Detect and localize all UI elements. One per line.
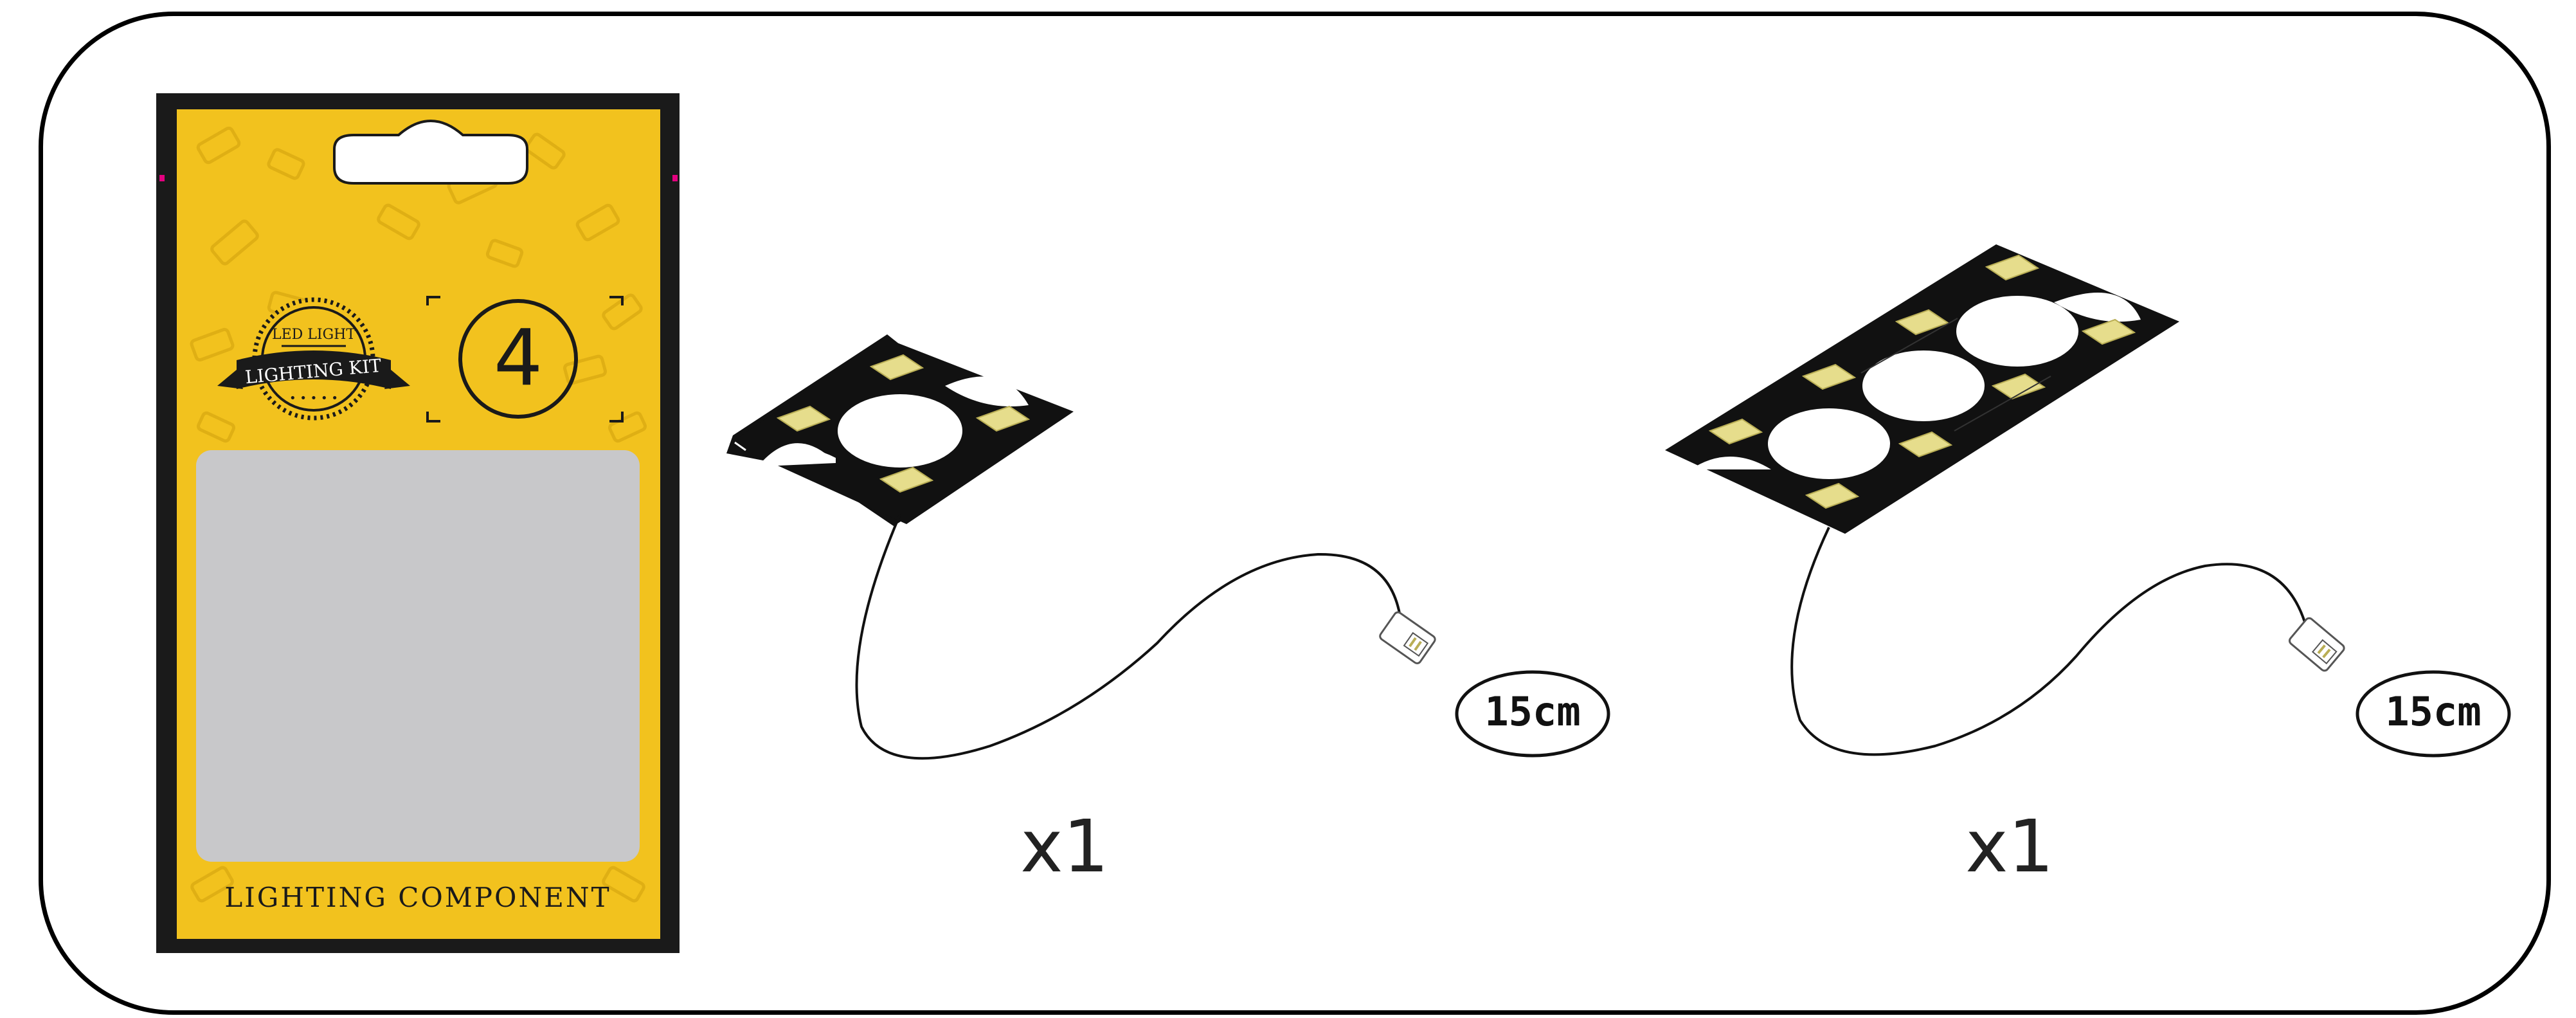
led-board-3-icon xyxy=(1665,244,2179,534)
quantity-label-1: x1 xyxy=(1020,805,1109,889)
brick-pattern xyxy=(190,126,647,903)
badge-top-text: LED LIGHT xyxy=(272,327,356,343)
cable-length-badge-1 xyxy=(1455,670,1610,758)
quantity-label-2: x1 xyxy=(1965,805,2054,889)
cable-length-badge-2 xyxy=(2355,670,2511,758)
package-bottom-label: LIGHTING COMPONENT xyxy=(224,882,611,913)
cable-2 xyxy=(1790,527,2309,756)
lighting-component-package: LED LIGHT LIGHTING KIT • • • • • 4 LIGHT… xyxy=(156,93,680,953)
badge-dots: • • • • • xyxy=(289,392,338,405)
package-window xyxy=(196,450,640,862)
connector-plug-icon xyxy=(1379,611,1436,664)
connector-plug-icon xyxy=(2288,617,2345,672)
cable-1 xyxy=(855,514,1403,760)
kit-number: 4 xyxy=(494,314,543,403)
cable-length-2: 15cm xyxy=(2385,688,2481,735)
lighting-kit-badge-icon: LED LIGHT LIGHTING KIT • • • • • xyxy=(217,297,410,421)
kit-number-badge: 4 xyxy=(426,296,624,423)
cable-length-1: 15cm xyxy=(1484,688,1580,735)
led-board-2-icon xyxy=(726,334,1074,526)
